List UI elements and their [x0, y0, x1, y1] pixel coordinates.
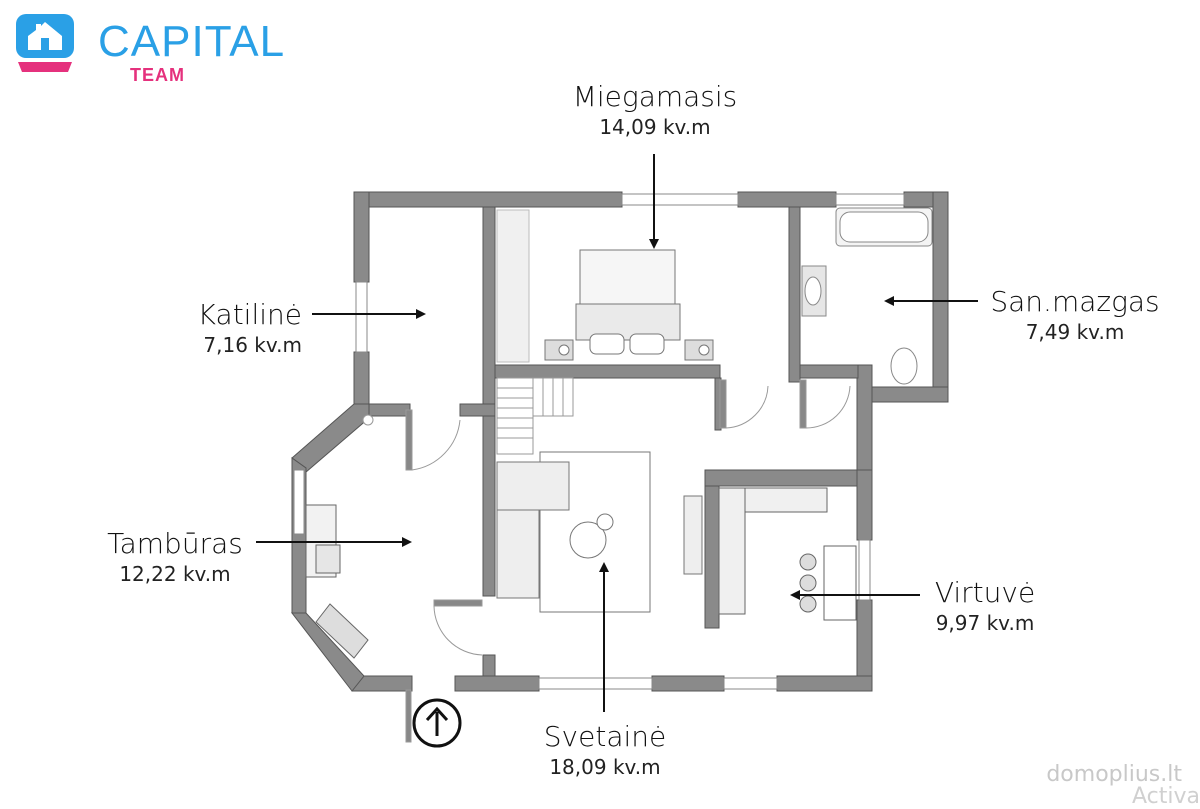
room-area: 14,09 kv.m [599, 115, 711, 139]
label-arrows [256, 154, 978, 712]
room-name: San.mazgas [990, 285, 1160, 318]
walls [290, 191, 949, 692]
room-label-katiline: Katilinė 7,16 kv.m [150, 298, 302, 358]
house-logo-icon [16, 14, 74, 72]
room-area: 7,49 kv.m [1025, 320, 1125, 344]
room-name: Svetainė [543, 720, 667, 753]
room-label-sanmazgas: San.mazgas 7,49 kv.m [980, 285, 1170, 345]
living-furniture [496, 451, 703, 613]
doors [362, 379, 851, 743]
logo-subtitle: TEAM [130, 65, 185, 85]
room-name: Katilinė [197, 298, 302, 331]
activation-watermark: Activa [1132, 784, 1200, 809]
kitchen-furniture [718, 487, 857, 621]
room-label-svetaine: Svetainė 18,09 kv.m [510, 720, 700, 780]
bed [544, 249, 714, 361]
room-name: Miegamasis [572, 80, 738, 113]
room-name: Tambūras [107, 527, 243, 560]
room-area: 9,97 kv.m [935, 611, 1035, 635]
windows [293, 193, 905, 690]
bath-fixtures [801, 207, 933, 385]
logo-name: CAPITAL [98, 17, 286, 66]
capital-team-logo: CAPITAL TEAM [14, 12, 294, 84]
watermark: domoplius.lt [1046, 762, 1182, 787]
room-area: 18,09 kv.m [549, 755, 661, 779]
stairs [496, 377, 574, 455]
room-area: 7,16 kv.m [203, 333, 302, 357]
wardrobe [496, 209, 530, 363]
room-label-miegamasis: Miegamasis 14,09 kv.m [540, 80, 770, 140]
room-area: 12,22 kv.m [119, 562, 231, 586]
room-label-tamburas: Tambūras 12,22 kv.m [90, 527, 260, 587]
entrance-arrow-icon [412, 698, 462, 748]
room-name: Virtuvė [934, 576, 1036, 609]
room-label-virtuve: Virtuvė 9,97 kv.m [905, 576, 1065, 636]
